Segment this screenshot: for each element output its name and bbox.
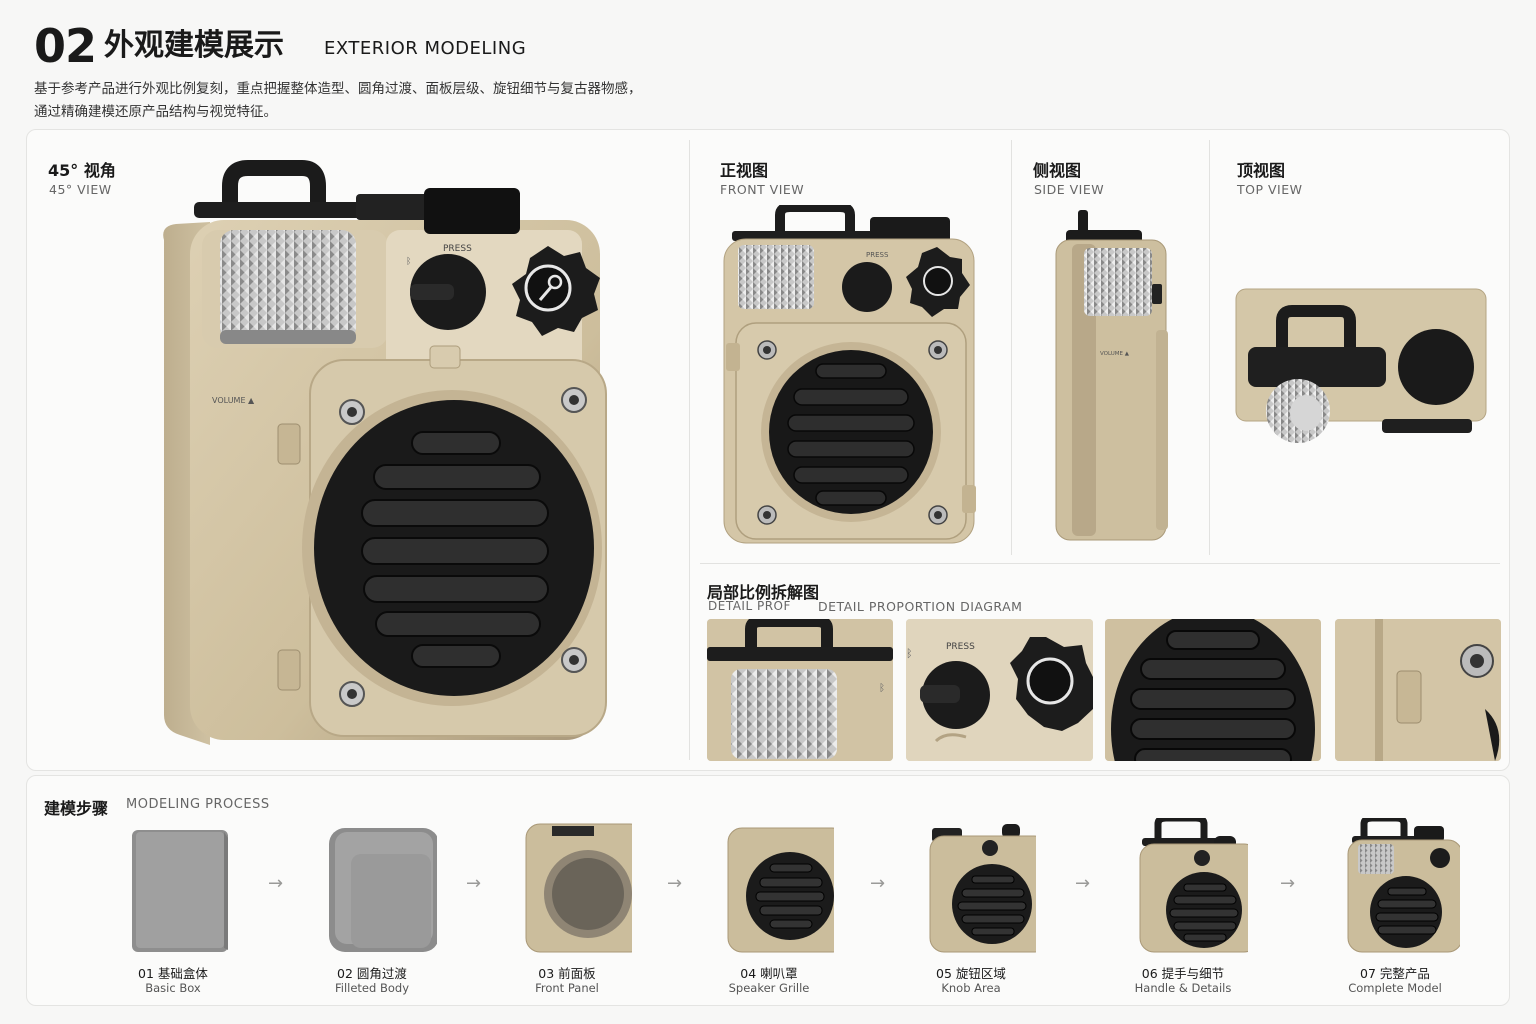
svg-text:ᛒ: ᛒ [406,256,411,267]
view-45-subtitle: 45° VIEW [49,182,112,197]
top-view-title: 顶视图 [1237,161,1286,180]
speaker-front-view: PRESS [718,205,980,547]
step-4-sublabel: Speaker Grille [728,981,810,995]
arrow-icon: → [268,873,284,894]
side-view-subtitle: SIDE VIEW [1034,182,1105,197]
divider [689,140,690,760]
section-title-cn: 外观建模展示 [104,28,284,63]
step-basic-box: 01 基础盒体 Basic Box [98,818,248,995]
step-knob-area: 05 旋钮区域 Knob Area [896,818,1046,995]
step-3-sublabel: Front Panel [535,981,599,995]
press-label: PRESS [443,244,472,254]
divider [1011,140,1012,555]
step-3-label: 03 前面板 [538,966,596,981]
detail-press-knob: ᛒ PRESS [906,619,1093,761]
description-line-2: 通过精确建模还原产品结构与视觉特征。 [34,104,277,120]
volume-label: VOLUME ▲ [212,396,255,405]
step-2-label: 02 圆角过渡 [337,966,407,981]
front-view-subtitle: FRONT VIEW [720,182,805,197]
step-7-label: 07 完整产品 [1360,966,1430,981]
section-number: 02 [34,19,97,73]
detail-speaker-grille [1105,619,1321,761]
process-subtitle: MODELING PROCESS [126,797,270,812]
step-4-label: 04 喇叭罩 [740,966,798,981]
step-1-label: 01 基础盒体 [138,966,208,981]
process-title: 建模步骤 [44,799,109,818]
detail-subtitle: DETAIL PROPORTION DIAGRAM [818,599,1023,614]
arrow-icon: → [870,873,886,894]
speaker-top-view [1232,285,1490,455]
step-front-panel: 03 前面板 Front Panel [492,818,642,995]
step-2-sublabel: Filleted Body [334,981,409,995]
step-speaker-grille: 04 喇叭罩 Speaker Grille [694,818,844,995]
step-6-label: 06 提手与细节 [1141,966,1225,981]
step-complete-model: 07 完整产品 Complete Model [1320,818,1470,995]
detail-subtitle-clipped: DETAIL PROF [708,599,791,613]
step-1-sublabel: Basic Box [145,981,201,995]
description-line-1: 基于参考产品进行外观比例复刻，重点把握整体造型、圆角过渡、面板层级、旋钮细节与复… [34,81,642,97]
step-handle-details: 06 提手与细节 Handle & Details [1108,818,1258,995]
step-filleted-body: 02 圆角过渡 Filleted Body [297,818,447,995]
arrow-icon: → [1075,873,1091,894]
speaker-side-view: VOLUME ▲ [1052,210,1174,544]
step-6-sublabel: Handle & Details [1134,981,1232,995]
divider [1209,140,1210,555]
view-45-title: 45° 视角 [48,161,116,180]
volume-label: VOLUME ▲ [1100,351,1130,357]
arrow-icon: → [667,873,683,894]
top-view-subtitle: TOP VIEW [1237,182,1303,197]
speaker-45-view: VOLUME ▲ PRESS ᛒ [150,160,620,750]
front-view-title: 正视图 [720,161,769,180]
press-label: PRESS [946,642,975,652]
svg-text:ᛒ: ᛒ [906,647,913,660]
step-7-sublabel: Complete Model [1348,981,1442,995]
arrow-icon: → [1280,873,1296,894]
detail-knurled-knob: ᛒ [707,619,893,761]
step-5-label: 05 旋钮区域 [936,966,1006,981]
section-description: 基于参考产品进行外观比例复刻，重点把握整体造型、圆角过渡、面板层级、旋钮细节与复… [34,78,734,124]
svg-text:ᛒ: ᛒ [879,683,885,694]
step-5-sublabel: Knob Area [941,981,1001,995]
detail-hinge [1335,619,1501,761]
section-title-en: EXTERIOR MODELING [324,38,527,59]
detail-title: 局部比例拆解图 [707,583,820,602]
press-label: PRESS [866,251,889,259]
arrow-icon: → [466,873,482,894]
side-view-title: 侧视图 [1033,161,1082,180]
divider [700,563,1500,564]
